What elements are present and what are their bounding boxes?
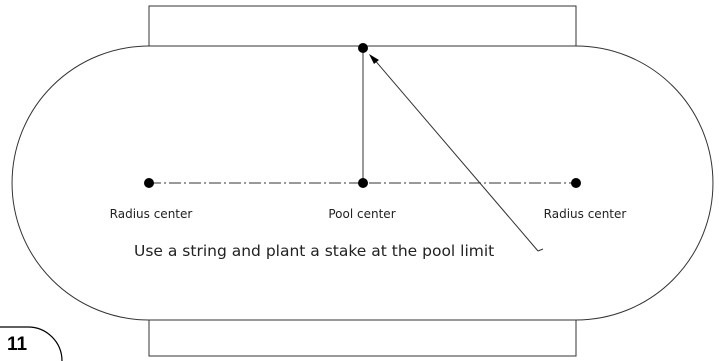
radius-center-right-point <box>571 178 581 188</box>
pointer-line <box>372 57 539 252</box>
radius-center-right-label: Radius center <box>544 207 627 221</box>
radius-center-left-label: Radius center <box>110 207 193 221</box>
radius-center-left-point <box>144 178 154 188</box>
stake-point <box>358 43 368 53</box>
pool-center-label: Pool center <box>328 207 395 221</box>
pointer-arrowhead <box>369 54 379 64</box>
pointer-tail <box>537 248 544 252</box>
instruction-text: Use a string and plant a stake at the po… <box>134 242 494 260</box>
step-number: 11 <box>7 334 28 355</box>
pool-center-point <box>358 178 368 188</box>
step-badge-ring <box>0 326 63 361</box>
